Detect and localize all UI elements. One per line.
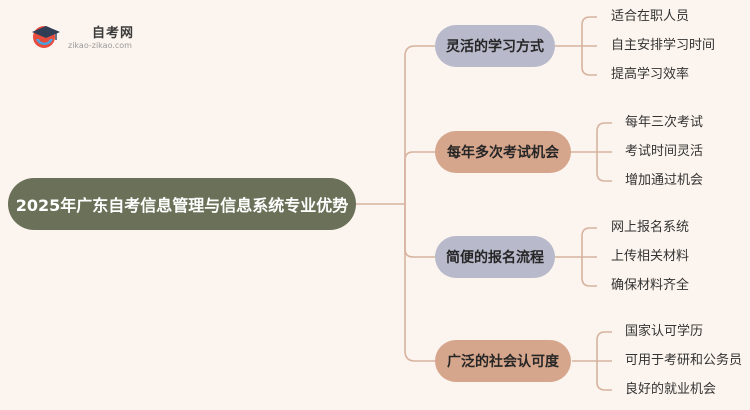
leaf-item: 上传相关材料 [611,249,690,264]
leaf-item: 增加通过机会 [625,173,704,188]
logo-title: 自考网 [92,26,135,41]
branch-social-recognition: 广泛的社会认可度 [435,340,571,382]
leaf-item: 国家认可学历 [625,324,704,339]
connector-root-branch-2 [404,151,435,204]
root-topic: 2025年广东自考信息管理与信息系统专业优势 [8,178,356,230]
branch-flexible-learning: 灵活的学习方式 [435,25,555,67]
connector-branch-3-leaves [555,227,597,287]
logo-url: zikao-zikao.com [68,41,132,50]
leaf-item: 自主安排学习时间 [611,38,716,53]
leaf-item: 确保材料齐全 [611,278,690,293]
connector-branch-4-leaves [572,331,612,391]
leaf-item: 适合在职人员 [611,9,690,24]
leaf-item: 网上报名系统 [611,220,690,235]
graduation-cap-icon [32,26,60,48]
connector-branch-1-leaves [555,16,597,76]
connector-branch-2-leaves [555,122,612,182]
leaf-item: 考试时间灵活 [625,144,704,159]
site-logo[interactable]: 自考网 zikao-zikao.com [30,20,150,52]
leaf-item: 每年三次考试 [625,115,704,130]
connector-root-branch-4 [404,204,435,362]
branch-registration-process: 简便的报名流程 [435,236,555,278]
leaf-item: 可用于考研和公务员 [625,353,743,368]
leaf-item: 良好的就业机会 [625,382,717,397]
leaf-item: 提高学习效率 [611,67,690,82]
connector-root-branch-1 [356,45,435,205]
branch-exam-opportunities: 每年多次考试机会 [435,131,571,173]
connector-root-branch-3 [404,204,435,258]
